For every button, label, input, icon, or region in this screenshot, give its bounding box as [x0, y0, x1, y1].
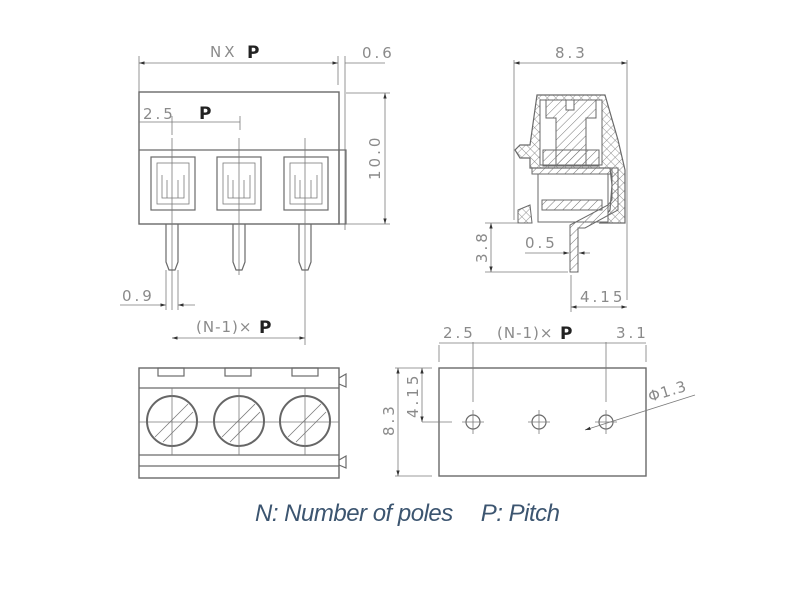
pin-offset-label: 4.15	[580, 288, 625, 306]
fp-height-label: 8.3	[380, 403, 398, 436]
side-view: 8.3 3.8 0.5 4.15	[473, 44, 628, 312]
fp-hole-1	[462, 410, 484, 434]
top-screw-2	[213, 388, 265, 455]
fp-right-margin-label: 3.1	[616, 324, 649, 342]
top-view	[138, 367, 347, 479]
front-pole-2	[216, 138, 262, 275]
pitch-label: P	[199, 104, 211, 124]
fp-span-symbol: P	[560, 324, 572, 344]
overall-width-symbol: P	[247, 43, 259, 63]
fp-left-margin-label: 2.5	[443, 324, 476, 342]
offset-label: 0.6	[362, 44, 395, 62]
fp-hole-offset-label: 4.15	[404, 373, 422, 418]
fp-hole-3	[595, 410, 617, 434]
front-pole-3	[283, 138, 329, 345]
front-pole-1	[150, 138, 196, 310]
footprint-view: 2.5 (N-1)× P 3.1 8.3 4.15 Φ1.3	[380, 324, 696, 477]
height-label: 10.0	[366, 135, 384, 180]
top-screw-3	[279, 388, 331, 455]
fp-span-label: (N-1)×	[497, 324, 553, 342]
side-width-label: 8.3	[555, 44, 588, 62]
span-symbol: P	[259, 318, 271, 338]
edge-to-pin-label: 2.5	[143, 105, 176, 123]
pin-width-label: 0.9	[122, 287, 155, 305]
legend: N: Number of poles P: Pitch	[255, 500, 560, 528]
pin-thickness-label: 0.5	[525, 234, 558, 252]
legend-p: P: Pitch	[480, 500, 560, 527]
top-screw-1	[146, 388, 198, 455]
front-view: NX P 0.6 2.5 P 10.0	[120, 43, 395, 345]
fp-hole-2	[528, 410, 550, 434]
overall-width-label: NX	[210, 43, 238, 61]
fp-hole-diameter-label: Φ1.3	[646, 377, 689, 406]
pin-length-label: 3.8	[473, 230, 491, 263]
legend-n: N: Number of poles	[255, 500, 453, 527]
span-label: (N-1)×	[196, 318, 252, 336]
